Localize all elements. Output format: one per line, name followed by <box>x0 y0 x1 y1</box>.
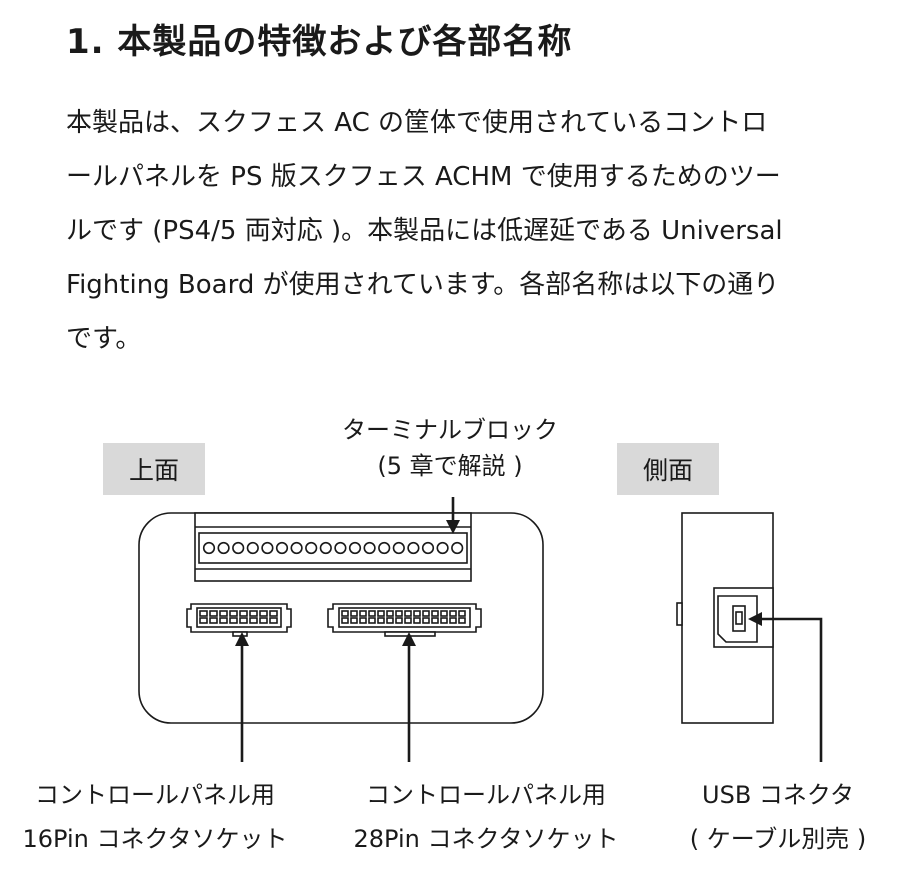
intro-paragraph: 本製品は、スクフェス AC の筐体で使用されているコントロ ールパネルを PS … <box>66 96 886 366</box>
connector-pin <box>249 617 258 624</box>
terminal-screw <box>319 541 332 555</box>
connector-pin <box>440 610 448 617</box>
usb-connector-label: USB コネクタ ( ケーブル別売 ) <box>660 773 896 861</box>
connector-16pin-label-line1: コントロールパネル用 <box>35 781 275 809</box>
terminal-block-label-line2: (5 章で解説 ) <box>377 452 523 480</box>
28pin-arrow-head <box>402 632 416 646</box>
connector-pin <box>341 610 349 617</box>
connector-pin <box>368 610 376 617</box>
connector-28pin-label: コントロールパネル用 28Pin コネクタソケット <box>336 773 636 861</box>
connector-pin <box>199 610 208 617</box>
terminal-screw <box>232 541 245 555</box>
connector-pin <box>404 610 412 617</box>
page-title: 1. 本製品の特徴および各部名称 <box>66 22 573 62</box>
connector-pin <box>404 617 412 624</box>
connector-pin <box>458 610 466 617</box>
connector-pin <box>269 617 278 624</box>
connector-28pin <box>327 603 482 637</box>
terminal-screw <box>217 541 230 555</box>
side-view-label: 側面 <box>617 443 719 495</box>
terminal-screw <box>275 541 289 555</box>
connector-pin <box>219 610 228 617</box>
connector-pin <box>413 610 421 617</box>
paragraph-line: Fighting Board が使用されています。各部名称は以下の通り <box>66 270 780 300</box>
connector-pin <box>259 617 268 624</box>
connector-pin <box>395 617 403 624</box>
terminal-screw <box>421 541 435 555</box>
terminal-block <box>194 512 472 582</box>
connector-pin <box>229 610 238 617</box>
terminal-screw <box>407 541 420 555</box>
paragraph-line: 本製品は、スクフェス AC の筐体で使用されているコントロ <box>66 108 768 138</box>
connector-pin <box>395 610 403 617</box>
connector-pin <box>209 610 218 617</box>
connector-pin <box>209 617 218 624</box>
terminal-screw <box>348 541 362 555</box>
connector-pin <box>359 610 367 617</box>
connector-16pin <box>186 603 292 637</box>
connector-pin <box>458 617 466 624</box>
connector-pin <box>249 610 258 617</box>
connector-pin <box>229 617 238 624</box>
terminal-screw <box>246 541 259 555</box>
usb-connector-label-line1: USB コネクタ <box>702 781 854 809</box>
connector-28pin-label-line1: コントロールパネル用 <box>366 781 606 809</box>
connector-pin <box>341 617 349 624</box>
connector-pin <box>377 610 385 617</box>
connector-pin <box>239 617 248 624</box>
terminal-screw <box>202 541 216 555</box>
terminal-screw <box>363 541 376 555</box>
connector-16pin-label: コントロールパネル用 16Pin コネクタソケット <box>5 773 305 861</box>
connector-pin <box>386 610 394 617</box>
16pin-arrow-head <box>235 632 249 646</box>
paragraph-line: ルです (PS4/5 両対応 )。本製品には低遅延である Universal <box>66 216 783 246</box>
terminal-screw <box>436 541 449 555</box>
connector-pin <box>413 617 421 624</box>
connector-pin <box>440 617 448 624</box>
connector-pin <box>269 610 278 617</box>
connector-pin <box>422 617 430 624</box>
connector-28pin-label-line2: 28Pin コネクタソケット <box>353 825 619 853</box>
connector-pin <box>431 610 439 617</box>
connector-16pin-label-line2: 16Pin コネクタソケット <box>22 825 288 853</box>
connector-pin <box>431 617 439 624</box>
connector-pin <box>350 610 358 617</box>
connector-pin <box>259 610 268 617</box>
paragraph-line: です。 <box>66 324 142 354</box>
connector-pin <box>219 617 228 624</box>
terminal-screw <box>378 541 391 555</box>
top-view-label: 上面 <box>103 443 205 495</box>
connector-pin <box>422 610 430 617</box>
terminal-screw <box>305 541 318 555</box>
terminal-screw <box>290 541 303 555</box>
terminal-block-arrow-head <box>446 520 460 534</box>
terminal-screw <box>451 541 464 555</box>
usb-arrow-head <box>748 612 762 626</box>
terminal-screw <box>334 541 347 555</box>
terminal-screw <box>392 541 405 555</box>
paragraph-line: ールパネルを PS 版スクフェス ACHM で使用するためのツー <box>66 162 781 192</box>
terminal-block-label-line1: ターミナルブロック <box>342 416 558 444</box>
connector-pin <box>239 610 248 617</box>
connector-pin <box>449 610 457 617</box>
connector-pin <box>386 617 394 624</box>
connector-pin <box>449 617 457 624</box>
terminal-block-label: ターミナルブロック (5 章で解説 ) <box>300 412 600 484</box>
connector-pin <box>199 617 208 624</box>
connector-pin <box>359 617 367 624</box>
connector-pin <box>368 617 376 624</box>
connector-pin <box>377 617 385 624</box>
connector-pin <box>350 617 358 624</box>
device-side-body <box>676 512 774 724</box>
usb-connector-label-line2: ( ケーブル別売 ) <box>689 825 867 853</box>
terminal-screw <box>261 541 274 555</box>
